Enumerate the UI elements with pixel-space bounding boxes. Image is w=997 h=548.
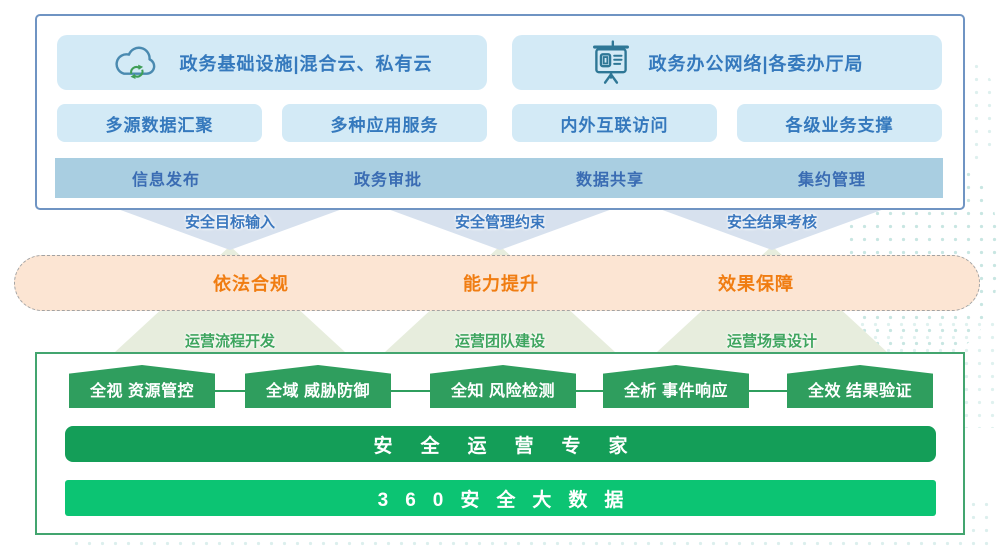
- infra-box-network: 政务办公网络|各委办厅局: [512, 35, 942, 90]
- capability-box: 多源数据汇聚: [57, 104, 262, 142]
- service-item: 集约管理: [797, 172, 866, 189]
- security-operations-panel: 全视 资源管控 全域 威胁防御 全知 风险检测 全析 事件响应 全效 结果验证 …: [35, 352, 965, 535]
- stage-box: 全域 威胁防御: [245, 365, 391, 408]
- service-band: 信息发布 政务审批 数据共享 集约管理: [55, 158, 943, 198]
- down-arrow: 安全管理约束: [385, 208, 615, 250]
- service-item: 政务审批: [353, 172, 422, 189]
- service-item: 信息发布: [131, 172, 200, 189]
- service-item: 数据共享: [575, 172, 644, 189]
- big-data-bar: 360安全大数据: [65, 480, 936, 516]
- down-arrow: 安全结果考核: [657, 208, 887, 250]
- cloud-sync-icon: [115, 46, 156, 79]
- stage-box: 全知 风险检测: [430, 365, 576, 408]
- infra-box-cloud: 政务基础设施|混合云、私有云: [57, 35, 487, 90]
- down-arrow: 安全目标输入: [115, 208, 345, 250]
- presentation-board-icon: [593, 39, 630, 84]
- stage-box: 全析 事件响应: [603, 365, 749, 408]
- up-flow-label: 运营场景设计: [726, 333, 817, 350]
- policy-item: 效果保障: [718, 274, 794, 294]
- stage-box: 全效 结果验证: [787, 365, 933, 408]
- up-flow-label: 运营团队建设: [454, 333, 545, 350]
- capability-box: 内外互联访问: [512, 104, 717, 142]
- expert-bar: 安全运营专家: [65, 426, 936, 462]
- infra-box-label: 政务办公网络|各委办厅局: [648, 53, 864, 74]
- down-flow-label: 安全结果考核: [726, 214, 817, 231]
- stage-box: 全视 资源管控: [69, 365, 215, 408]
- infra-box-label: 政务基础设施|混合云、私有云: [179, 53, 433, 74]
- capability-box: 多种应用服务: [282, 104, 487, 142]
- capability-box: 各级业务支撑: [737, 104, 942, 142]
- down-flow-label: 安全管理约束: [454, 214, 545, 231]
- government-business-panel: 政务基础设施|混合云、私有云 政务办公网络|各委办厅局 多源数据: [35, 14, 965, 210]
- policy-item: 依法合规: [213, 274, 289, 294]
- policy-item: 能力提升: [463, 274, 539, 294]
- down-flow-label: 安全目标输入: [184, 214, 275, 231]
- up-flow-label: 运营流程开发: [184, 333, 275, 350]
- policy-band: 依法合规 能力提升 效果保障: [14, 255, 980, 311]
